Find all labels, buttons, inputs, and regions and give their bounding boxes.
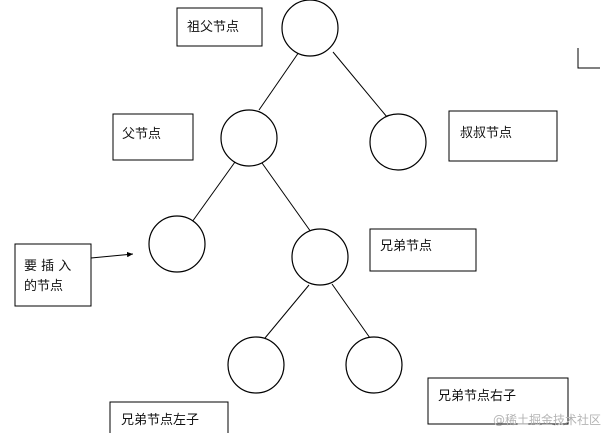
sibling-left-child-node: [227, 336, 285, 394]
parent-node: [220, 109, 278, 167]
grandparent-node: [281, 0, 339, 57]
sibling-left-child-label: 兄弟节点左子: [121, 413, 199, 428]
edge-parent-sibling: [261, 162, 312, 233]
parent-label-box: [112, 113, 194, 161]
edge-grandparent-uncle: [332, 51, 388, 118]
sibling-label: 兄弟节点: [380, 239, 432, 254]
sibling-node: [291, 228, 349, 286]
insert-label-line2: 的节点: [24, 278, 63, 294]
grandparent-label: 祖父节点: [187, 20, 239, 35]
edge-sibling-left-child: [264, 284, 310, 339]
insert-label-line1: 要 插 入: [24, 259, 71, 274]
uncle-node: [369, 113, 427, 171]
sibling-label-box: [369, 228, 477, 272]
insert-arrow: [90, 251, 134, 259]
grandparent-label-box: [176, 7, 263, 47]
sibling-right-child-label-box: [427, 377, 569, 425]
sibling-right-child-node: [345, 336, 403, 394]
uncle-label-box: [448, 110, 558, 162]
edge-parent-insert-node: [191, 161, 236, 223]
edge-grandparent-parent: [258, 51, 300, 111]
sibling-right-child-label: 兄弟节点右子: [438, 389, 516, 404]
parent-label: 父节点: [122, 127, 161, 142]
insert-node: [148, 215, 206, 273]
edge-sibling-right-child: [331, 283, 371, 339]
uncle-label: 叔叔节点: [460, 126, 512, 141]
page-corner-mark: [577, 48, 600, 69]
sibling-left-child-label-box: [109, 401, 229, 433]
insert-label-box: [14, 243, 92, 307]
watermark: @稀土掘金技术社区: [493, 412, 601, 427]
